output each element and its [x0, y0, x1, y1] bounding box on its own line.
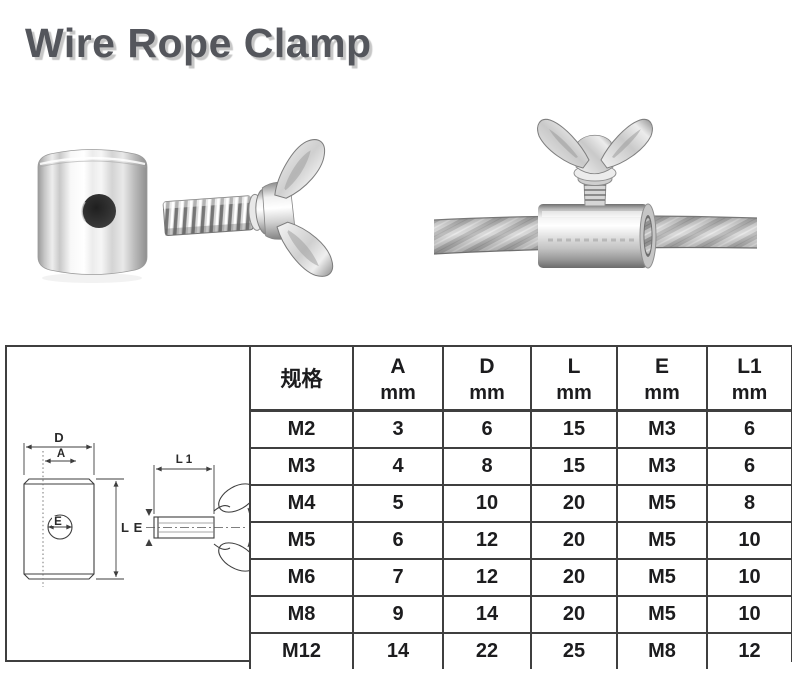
- cell-spec: M5: [249, 521, 354, 560]
- cell-l: 20: [530, 595, 618, 634]
- cell-l1: 10: [706, 558, 791, 597]
- table-row: M2 3 6 15 M3 6: [249, 409, 791, 449]
- table-row: M5 6 12 20 M5 10: [249, 521, 791, 560]
- table-row: M6 7 12 20 M5 10: [249, 558, 791, 597]
- cell-l1: 12: [706, 632, 791, 669]
- cell-l1: 6: [706, 447, 791, 486]
- diagram-lower-wing: [218, 542, 249, 572]
- cell-a: 5: [352, 484, 444, 523]
- diagram-label-d: D: [54, 430, 63, 445]
- cell-d: 12: [442, 558, 532, 597]
- table-row: M8 9 14 20 M5 10: [249, 595, 791, 634]
- cell-spec: M3: [249, 447, 354, 486]
- cell-e: M3: [616, 409, 708, 449]
- clamp-cylinder: [538, 203, 657, 269]
- cell-l: 15: [530, 447, 618, 486]
- cell-a: 7: [352, 558, 444, 597]
- diagram-barrel-outline: [23, 478, 95, 580]
- dimension-diagram: D A E L L 1 E: [7, 347, 249, 660]
- cell-e: M8: [616, 632, 708, 669]
- cell-e: M5: [616, 484, 708, 523]
- cell-l: 20: [530, 484, 618, 523]
- diagram-label-l1: L 1: [176, 454, 193, 466]
- cell-spec: M2: [249, 409, 354, 449]
- cell-spec: M6: [249, 558, 354, 597]
- cell-a: 3: [352, 409, 444, 449]
- page-title: Wire Rope Clamp: [25, 20, 372, 66]
- cell-e: M5: [616, 595, 708, 634]
- barrel-shadow: [42, 273, 142, 283]
- cell-l: 15: [530, 409, 618, 449]
- cell-l1: 10: [706, 595, 791, 634]
- cell-a: 14: [352, 632, 444, 669]
- barrel-hole: [82, 194, 116, 228]
- cell-a: 6: [352, 521, 444, 560]
- clamp-on-rope-photo: [433, 118, 758, 269]
- cell-spec: M12: [249, 632, 354, 669]
- barrel-clamp-photo: [37, 149, 148, 283]
- cell-l1: 6: [706, 409, 791, 449]
- cell-d: 6: [442, 409, 532, 449]
- cell-spec: M4: [249, 484, 354, 523]
- wing-nut: [537, 118, 653, 207]
- cell-spec: M8: [249, 595, 354, 634]
- diagram-upper-wing: [218, 483, 249, 513]
- col-header-spec: 规格: [249, 347, 354, 412]
- cell-e: M5: [616, 521, 708, 560]
- diagram-label-a: A: [57, 448, 65, 460]
- cell-e: M3: [616, 447, 708, 486]
- table-row: M3 4 8 15 M3 6: [249, 447, 791, 486]
- table-row: M4 5 10 20 M5 8: [249, 484, 791, 523]
- wing-bolt-group: [162, 139, 334, 277]
- cell-l: 20: [530, 558, 618, 597]
- cell-l1: 10: [706, 521, 791, 560]
- cell-d: 14: [442, 595, 532, 634]
- cell-a: 9: [352, 595, 444, 634]
- cell-d: 12: [442, 521, 532, 560]
- diagram-label-e-shaft: E: [134, 520, 143, 535]
- table-row: M12 14 22 25 M8 12: [249, 632, 791, 669]
- cell-l: 20: [530, 521, 618, 560]
- cell-d: 10: [442, 484, 532, 523]
- wing-bolt-photo: [162, 139, 334, 277]
- diagram-label-e-hole: E: [54, 516, 62, 528]
- cell-a: 4: [352, 447, 444, 486]
- cell-e: M5: [616, 558, 708, 597]
- cell-d: 8: [442, 447, 532, 486]
- cell-d: 22: [442, 632, 532, 669]
- cell-l: 25: [530, 632, 618, 669]
- cell-l1: 8: [706, 484, 791, 523]
- diagram-label-l: L: [121, 520, 129, 535]
